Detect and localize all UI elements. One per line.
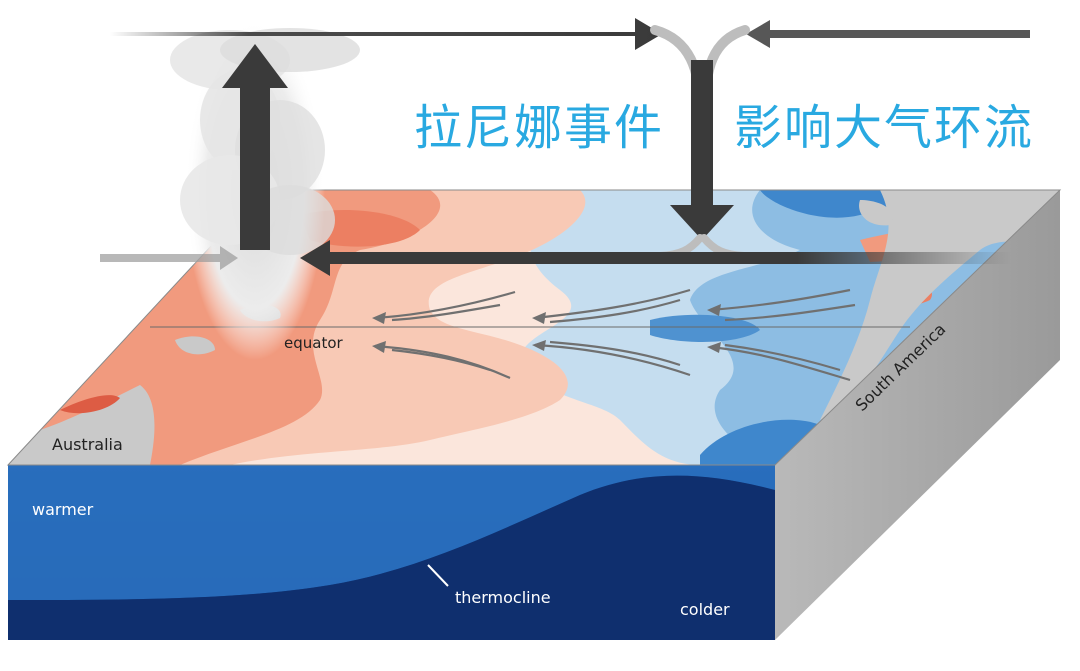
- surface-flow-in-from-left: [100, 246, 238, 270]
- label-equator: equator: [284, 334, 344, 352]
- label-thermocline: thermocline: [455, 588, 551, 607]
- label-australia: Australia: [52, 435, 123, 454]
- thermocline-pointer: [427, 564, 449, 587]
- title-affects-circulation: 影响大气环流: [734, 100, 1035, 156]
- surface-flow-arrow-west: [300, 240, 1010, 276]
- descending-arrow-head: [670, 205, 734, 240]
- ocean-cross-section: [8, 465, 775, 640]
- upper-flow-arrow-east: [110, 18, 662, 50]
- descending-arrow-shaft: [691, 60, 713, 210]
- title-la-nina-event: 拉尼娜事件: [414, 100, 665, 156]
- box-side-face: [775, 190, 1060, 640]
- warm-layer: [8, 465, 775, 600]
- trade-wind-arrowheads: [372, 304, 721, 353]
- rising-arrow-head: [222, 44, 288, 88]
- australia-land: [8, 385, 155, 465]
- trade-wind-arrows: [374, 288, 856, 382]
- upper-flow-arrow-west: [746, 20, 1030, 48]
- label-warmer: warmer: [32, 500, 94, 519]
- rising-arrow-shaft: [240, 80, 270, 250]
- cold-layer: [8, 475, 775, 640]
- label-colder: colder: [680, 600, 730, 619]
